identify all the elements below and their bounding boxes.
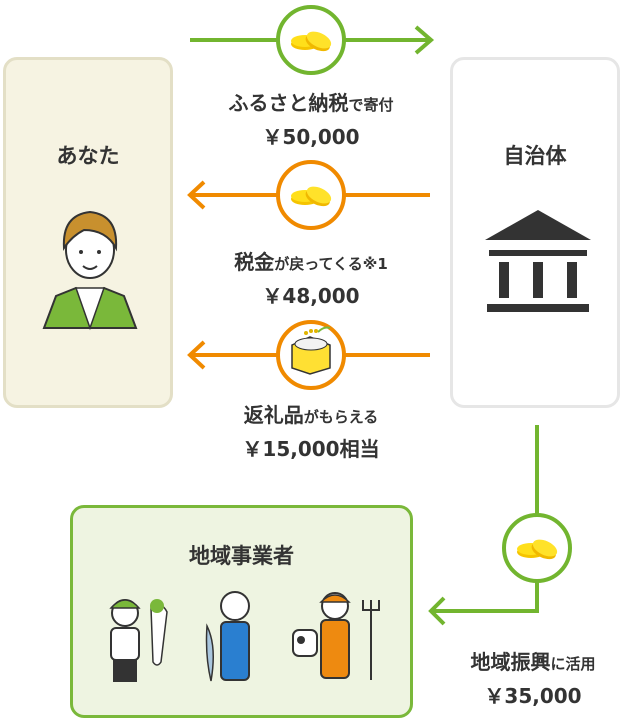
business-title: 地域事業者 [189, 544, 294, 568]
fisher-illustration [205, 591, 250, 682]
person-illustration [42, 210, 138, 331]
business-box: 地域事業者 [70, 505, 413, 718]
rice-icon [291, 326, 331, 375]
community-amount: ￥35,000 [484, 684, 582, 708]
donation-amount: ￥50,000 [262, 125, 360, 149]
donation-label: ふるさと納税で寄付￥50,000 [228, 91, 394, 149]
gov-title: 自治体 [503, 144, 567, 168]
building-icon [485, 210, 591, 312]
you-title: あなた [56, 144, 120, 168]
you-box: あなた [3, 57, 173, 408]
gift-label: 返礼品がもらえる￥15,000相当 [242, 403, 380, 461]
tax-return-amount: ￥48,000 [262, 284, 360, 308]
tax-return-label: 税金が戻ってくる※1￥48,000 [234, 250, 388, 308]
gift-amount: ￥15,000相当 [242, 437, 380, 461]
farmer-illustration [109, 599, 168, 682]
dairy-farmer-illustration [292, 592, 380, 680]
business-people-illustration [109, 591, 380, 682]
gov-box: 自治体 [450, 57, 620, 408]
community-label: 地域振興に活用￥35,000 [470, 650, 596, 708]
